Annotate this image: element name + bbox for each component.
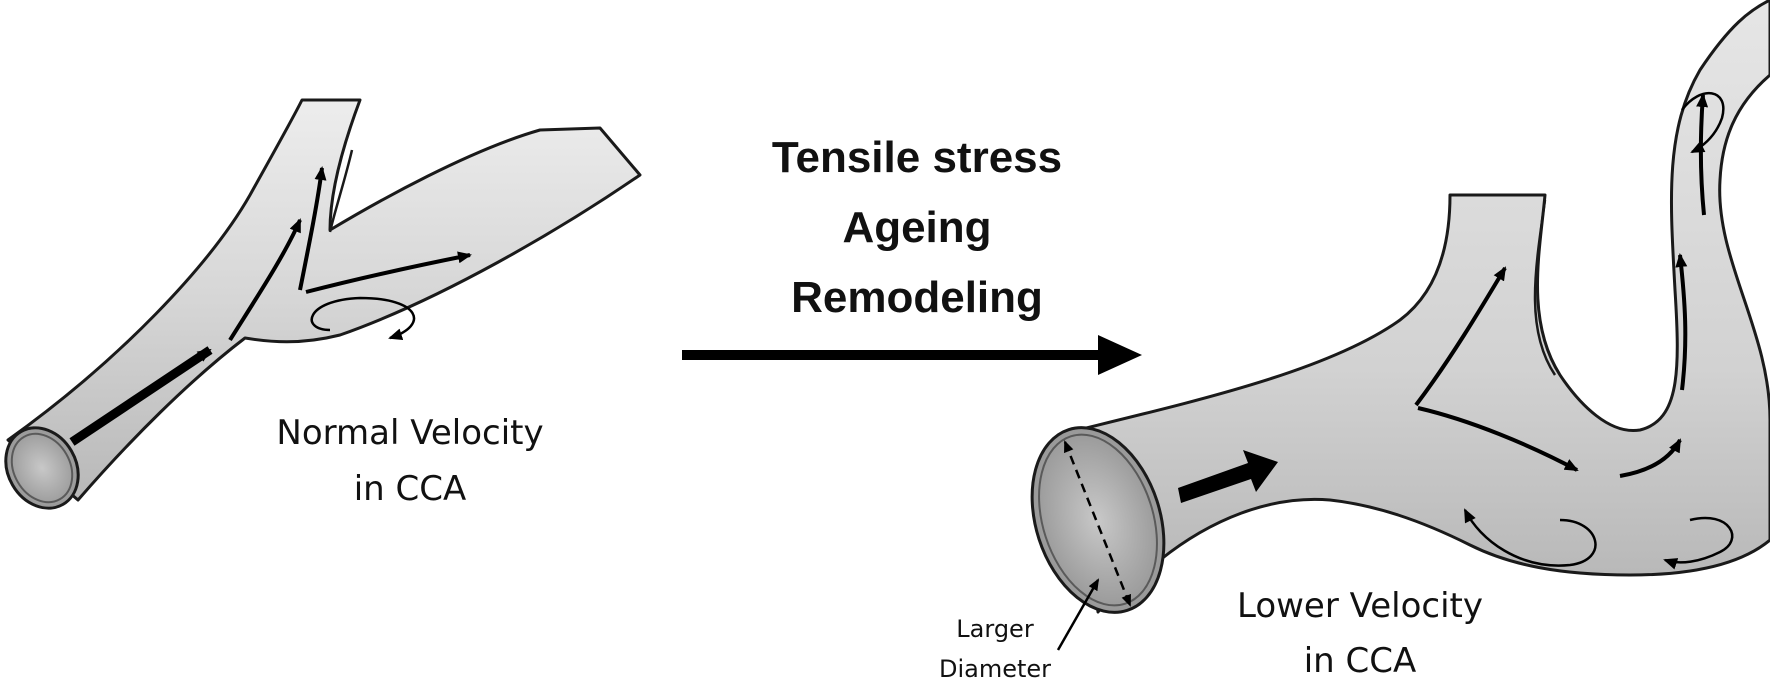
remodeled-loop-up-arrow-lower	[1675, 253, 1688, 391]
normal-ica-flow-arrow	[228, 218, 302, 342]
diameter-label-line-2: Diameter	[939, 655, 1051, 683]
remodeled-right-recirculation-arrow	[1663, 516, 1734, 570]
remodeled-vessel-wall	[1076, 0, 1770, 614]
remodeled-main-flow-arrow	[1178, 450, 1278, 503]
normal-main-flow-arrow	[69, 346, 213, 446]
remodeled-vessel-crotch	[1533, 199, 1557, 376]
process-label-tensile-stress: Tensile stress	[772, 133, 1062, 182]
normal-eca-flow-arrow	[305, 251, 472, 294]
diameter-label-line-1: Larger	[956, 615, 1034, 643]
normal-vessel-wall	[6, 98, 642, 502]
process-arrow-head	[1098, 335, 1142, 375]
remodeled-ica-flow-arrow	[1414, 266, 1507, 407]
normal-velocity-label-line-1: Normal Velocity	[276, 413, 543, 453]
remodeled-loop-up-arrow-upper	[1696, 93, 1709, 216]
process-label-ageing: Ageing	[842, 203, 991, 252]
remodeled-carotid-vessel: Larger Diameter Lower Velocity in CCA	[939, 0, 1770, 683]
normal-vessel-opening-rim	[10, 432, 74, 504]
normal-vessel-inner-crotch	[328, 149, 354, 233]
normal-upper-flow-arrow	[298, 166, 327, 291]
remodeled-loop-bend-arrow	[1619, 438, 1682, 478]
diameter-pointer-arrow	[1056, 578, 1100, 651]
lower-velocity-label-line-2: in CCA	[1304, 641, 1417, 681]
process-transition: Tensile stress Ageing Remodeling	[682, 133, 1142, 375]
normal-recirculation-arrow	[310, 296, 416, 340]
normal-vessel-opening	[4, 426, 80, 510]
remodeled-top-recirculation-arrow	[1680, 92, 1725, 154]
remodeled-bottom-recirculation-arrow	[1463, 508, 1597, 567]
normal-velocity-label-line-2: in CCA	[354, 469, 467, 509]
process-label-remodeling: Remodeling	[791, 273, 1043, 322]
remodeled-eca-flow-arrow	[1417, 406, 1579, 472]
lower-velocity-label-line-1: Lower Velocity	[1237, 586, 1483, 626]
normal-carotid-vessel: Normal Velocity in CCA	[4, 98, 642, 510]
